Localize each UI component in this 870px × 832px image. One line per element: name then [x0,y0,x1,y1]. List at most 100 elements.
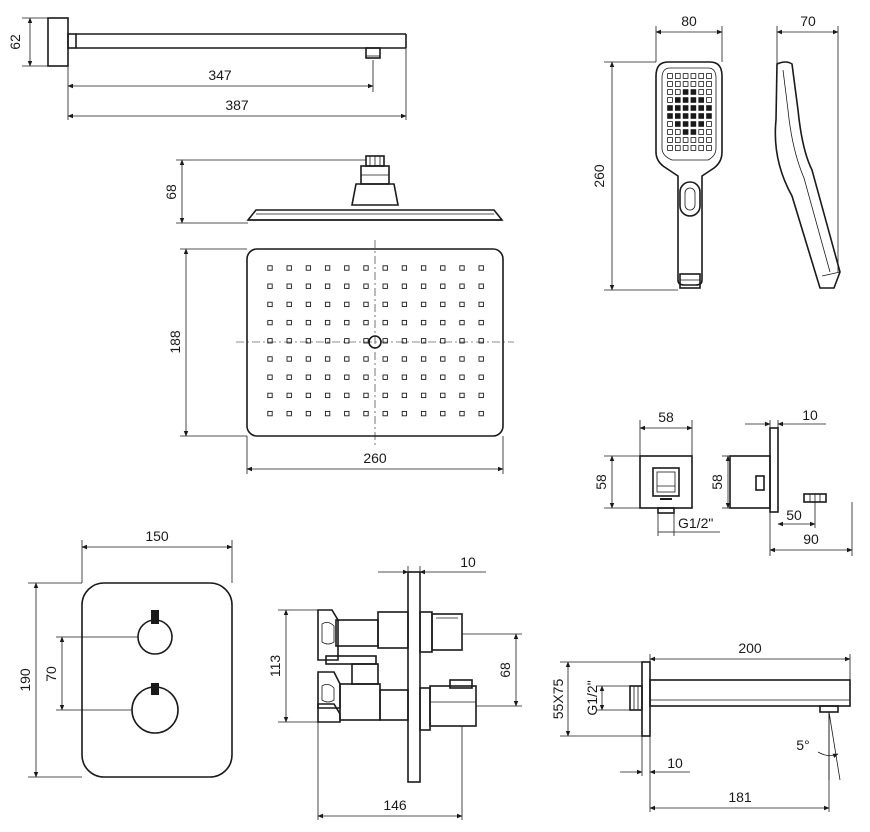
head-nozzle [401,374,408,380]
head-nozzle [401,392,408,399]
arm-collar [67,33,77,49]
head-nozzle [324,338,331,344]
outlet-socket [652,467,680,497]
arm-wall-flange [47,17,69,67]
head-nozzle [344,374,350,380]
hand-shower-nozzle [675,121,681,127]
head-nozzle [478,356,484,362]
hand-shower-nozzle [698,97,704,103]
head-nozzle [420,410,427,417]
head-nozzle [324,265,331,271]
hand-shower-nozzle [675,97,681,103]
head-nozzle [363,338,369,344]
dim-outlet-nozzle: 50 [786,507,802,523]
mixer-cover-plate [81,582,233,778]
hand-shower-nozzle [706,145,712,151]
hand-shower-nozzle [690,129,697,135]
hand-shower-nozzle [706,81,712,87]
dim-box-height: 113 [267,655,283,678]
dim-outlet-width: 58 [658,409,674,425]
dim-box-depth: 146 [383,797,407,813]
head-nozzle [363,356,369,362]
head-nozzle [382,374,388,380]
head-nozzle [459,410,465,417]
hand-shower-nozzle [667,121,673,127]
hand-shower-nozzle [690,81,697,87]
head-nozzle [267,374,273,380]
hand-shower-spray-face [667,73,712,151]
hand-shower-nozzle [667,73,673,79]
mixer-upper-knob [137,619,173,655]
head-nozzle [440,319,446,326]
hand-shower-nozzle [675,73,681,79]
hand-shower-nozzle [698,121,704,127]
head-nozzle [363,374,369,380]
head-nozzle [305,410,312,417]
head-nozzle [382,301,388,308]
head-nozzle [286,392,292,399]
head-nozzle [478,319,484,326]
dim-head-width: 260 [363,450,387,466]
hand-shower-nozzle [698,129,704,135]
head-nozzle [459,338,465,344]
hand-shower-nozzle [675,89,681,95]
hand-shower-nozzle [706,73,712,79]
arm-connector [365,47,381,59]
head-nozzle [305,338,312,344]
hand-shower-nozzle [682,137,689,143]
hand-shower-nozzle [698,105,704,111]
head-nozzle [459,374,465,380]
hand-shower-nozzle [682,129,689,135]
head-nozzle [440,338,446,344]
head-nozzle [363,301,369,308]
dim-arm-reach: 347 [208,67,232,83]
hand-shower-nozzle [675,145,681,151]
head-nozzle [286,410,292,417]
head-nozzle [382,283,388,289]
head-nozzle [324,319,331,326]
head-nozzle [420,283,427,289]
hand-shower-nozzle [667,81,673,87]
hand-shower-nozzle [675,105,681,111]
head-nozzle [324,392,331,399]
outlet-plate [639,455,693,509]
head-nozzle [459,265,465,271]
box-upper-valve [317,609,339,661]
hand-shower-nozzle [690,145,697,151]
head-nozzle [324,374,331,380]
hand-shower-nozzle [682,89,689,95]
head-nozzle [440,301,446,308]
head-nozzle [324,356,331,362]
head-nozzle [267,283,273,289]
dim-spout-wall: 10 [667,755,683,771]
head-nozzle [401,301,408,308]
head-center-hole [368,335,382,349]
head-nozzle [420,374,427,380]
box-lower-knob [429,685,477,727]
hand-shower-nozzle [682,113,689,119]
head-nozzle [382,410,388,417]
head-nozzle [382,392,388,399]
hand-shower-nozzle [667,113,673,119]
head-nozzle [420,392,427,399]
hand-shower-button [679,181,701,217]
head-nozzle [267,319,273,326]
head-nozzle [305,356,312,362]
head-nozzle [305,283,312,289]
hand-shower-nozzle [698,145,704,151]
head-nozzle [267,356,273,362]
head-nozzle [286,283,292,289]
hand-shower-nozzle [667,105,673,111]
head-nozzle [440,356,446,362]
hand-shower-nozzle [698,137,704,143]
dim-hand-length: 260 [591,164,607,188]
head-nozzle [478,410,484,417]
head-nozzle [305,265,312,271]
hand-shower-nozzle [706,105,712,111]
hand-shower-nozzle [682,73,689,79]
hand-shower-nozzle [706,129,712,135]
dim-outlet-height: 58 [593,474,609,490]
hand-shower-front-view: 80 260 [591,13,723,291]
dim-hand-depth: 70 [800,13,816,29]
